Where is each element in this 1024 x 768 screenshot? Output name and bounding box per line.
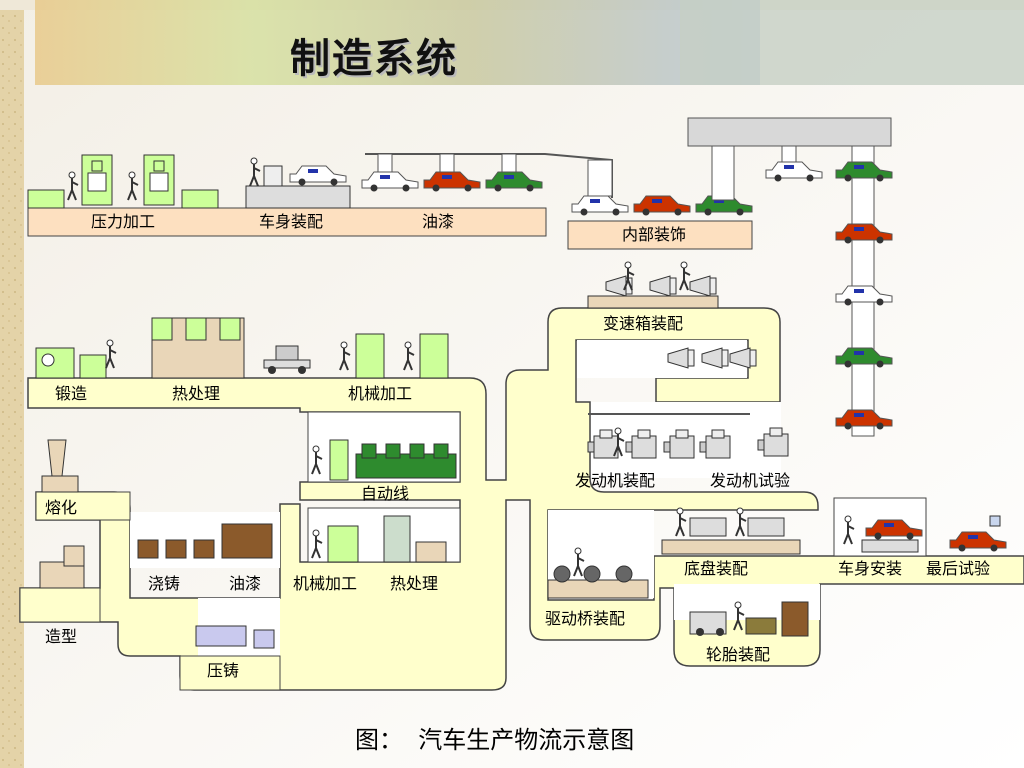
station-paint-bottom: 油漆 (229, 574, 262, 593)
station-engine-assembly: 发动机装配 (575, 471, 656, 490)
station-melting: 熔化 (45, 498, 78, 517)
station-gearbox-assembly: 变速箱装配 (603, 314, 684, 333)
station-machining-bottom: 机械加工 (293, 574, 358, 593)
station-heat-treat-top: 热处理 (172, 384, 221, 403)
station-forging: 锻造 (55, 384, 88, 403)
station-final-test: 最后试验 (926, 559, 991, 578)
station-engine-test: 发动机试验 (710, 471, 791, 490)
station-drive-axle-assembly: 驱动桥装配 (545, 609, 626, 628)
station-molding: 造型 (45, 627, 78, 646)
station-body-mounting: 车身安装 (838, 559, 903, 578)
page-title: 制造系统 (290, 36, 458, 82)
station-die-casting: 压铸 (207, 661, 240, 680)
station-tire-assembly: 轮胎装配 (706, 645, 771, 664)
station-chassis-assembly: 底盘装配 (684, 559, 749, 578)
station-interior: 内部装饰 (622, 225, 687, 244)
station-body-assembly: 车身装配 (259, 212, 324, 231)
station-automatic-line: 自动线 (361, 484, 410, 503)
station-machining-top: 机械加工 (348, 384, 413, 403)
station-press: 压力加工 (91, 212, 156, 231)
station-casting: 浇铸 (148, 574, 181, 593)
station-heat-treat-bottom: 热处理 (390, 574, 439, 593)
station-paint-top: 油漆 (422, 212, 455, 231)
figure-caption: 图： 汽车生产物流示意图 (355, 726, 635, 754)
